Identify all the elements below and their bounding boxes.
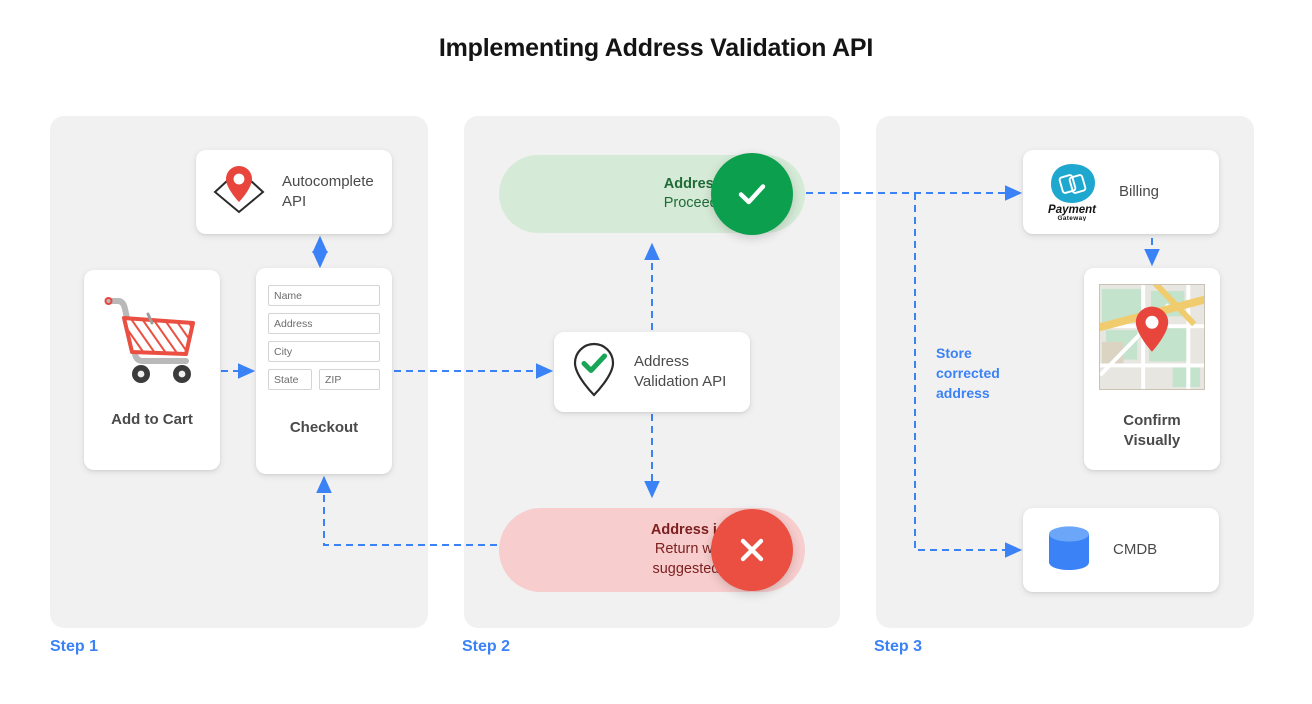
add-to-cart-caption: Add to Cart	[111, 411, 193, 428]
address-field[interactable]: Address	[268, 313, 380, 334]
autocomplete-api-card[interactable]: Autocomplete API	[196, 150, 392, 234]
billing-label: Billing	[1119, 183, 1160, 201]
cmdb-label: CMDB	[1113, 541, 1158, 559]
step-3-label: Step 3	[874, 638, 923, 655]
map-thumbnail-icon	[1095, 281, 1209, 395]
map-pin-check-icon	[570, 341, 618, 404]
check-icon	[738, 184, 766, 205]
payment-gateway-icon: Payment Gateway	[1041, 159, 1103, 226]
close-icon	[740, 538, 764, 562]
state-zip-row: State ZIP	[268, 369, 380, 390]
page-title: Implementing Address Validation API	[438, 34, 874, 62]
checkout-card[interactable]: Name Address City State ZIP Checkout	[256, 268, 392, 474]
state-field[interactable]: State	[268, 369, 312, 390]
step-2-label: Step 2	[462, 638, 511, 655]
zip-field[interactable]: ZIP	[319, 369, 380, 390]
add-to-cart-card[interactable]: Add to Cart	[84, 270, 220, 470]
address-validation-api-label: Address Validation API	[634, 353, 727, 390]
confirm-visually-card[interactable]: Confirm Visually	[1084, 268, 1220, 470]
database-icon	[1043, 522, 1095, 579]
svg-text:Gateway: Gateway	[1057, 215, 1086, 221]
store-corrected-address-note: Store corrected address	[936, 345, 1000, 401]
cmdb-card[interactable]: CMDB	[1023, 508, 1219, 592]
confirm-visually-caption: Confirm Visually	[1123, 412, 1181, 449]
billing-card[interactable]: Payment Gateway Billing	[1023, 150, 1219, 234]
step-1-label: Step 1	[50, 638, 99, 655]
valid-status-badge	[711, 153, 793, 235]
address-validation-api-card[interactable]: Address Validation API	[554, 332, 750, 412]
name-field[interactable]: Name	[268, 285, 380, 306]
shopping-cart-icon	[100, 292, 204, 393]
checkout-caption: Checkout	[289, 419, 359, 436]
city-field[interactable]: City	[268, 341, 380, 362]
map-pin-diamond-icon	[210, 164, 268, 221]
invalid-status-badge	[711, 509, 793, 591]
svg-text:Payment: Payment	[1048, 204, 1097, 216]
autocomplete-api-label: Autocomplete API	[282, 173, 374, 210]
